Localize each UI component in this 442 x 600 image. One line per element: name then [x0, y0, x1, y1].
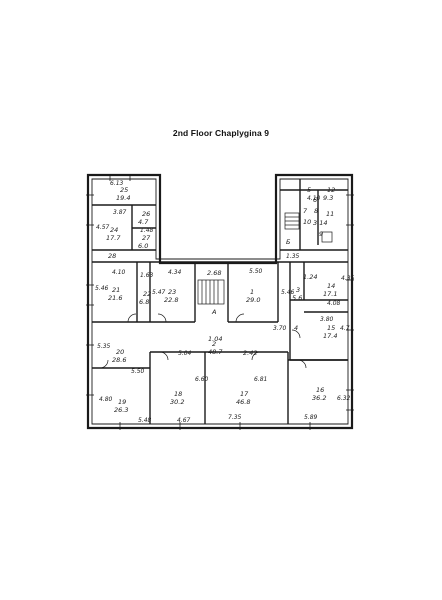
room-24-dimension: 3.87 [113, 209, 127, 216]
room-3-area: 5.6 [292, 294, 302, 302]
room-21-dimension: 5.46 [95, 285, 109, 292]
room-4-number: 4 [294, 324, 298, 332]
outer-walls [86, 173, 354, 430]
room-9-number: 9 [319, 230, 323, 238]
room-2-number: 2 [212, 340, 216, 348]
room-16-area: 36.2 [312, 394, 326, 402]
room-15-number: 15 [327, 324, 335, 332]
room-19-area: 26.3 [114, 406, 128, 414]
room-27-dimension: 1.48 [140, 227, 154, 234]
room-23-dimension: 4.34 [168, 269, 182, 276]
misc-label-5: 1.24 [303, 273, 317, 281]
room-22-dimension: 1.63 [140, 272, 154, 279]
room-14-dimension: 4.35 [341, 275, 355, 282]
room-15-dimension: 4.7 [340, 325, 350, 332]
room-18-dimension: 4.67 [177, 417, 191, 424]
stair-a-label: A [211, 308, 216, 316]
stairwell-b [284, 212, 333, 243]
room-27-area: 6.0 [138, 242, 148, 250]
room-20-area: 28.6 [112, 356, 126, 364]
misc-label-6: 3.14 [313, 219, 327, 227]
room-14-area: 17.1 [323, 290, 337, 298]
room-24-area: 17.7 [106, 234, 121, 242]
room-1-area: 29.0 [246, 296, 260, 304]
windows [86, 174, 354, 430]
misc-label-3: 2.42 [243, 349, 257, 357]
misc-label-2: 2.68 [207, 269, 221, 277]
room-25-area: 19.4 [116, 194, 130, 202]
room-17-number: 17 [240, 390, 249, 398]
room-16-dimension: 5.89 [304, 414, 318, 421]
room-12-dimension: 4.10 [307, 195, 321, 202]
room-23-dimension: 5.47 [152, 289, 166, 296]
room-28-number: 28 [108, 252, 116, 260]
room-labels: 2519.46.132417.73.874.57264.7276.01.4828… [95, 180, 355, 424]
room-3-dimension: 1.35 [286, 253, 300, 260]
room-26-area: 4.7 [138, 218, 149, 226]
room-20-number: 20 [116, 348, 124, 356]
stairwell-a [197, 279, 225, 305]
room-25-number: 25 [120, 186, 128, 194]
room-5-number: 5 [307, 186, 311, 194]
room-15-dimension: 3.80 [320, 316, 334, 323]
room-16-number: 16 [316, 386, 324, 394]
room-21-area: 21.6 [108, 294, 122, 302]
room-7-number: 7 [303, 207, 308, 215]
room-2-dimension: 3.70 [273, 325, 287, 332]
room-1-dimension: 5.50 [249, 268, 263, 275]
room-20-dimension: 5.50 [131, 368, 145, 375]
room-12-area: 9.3 [323, 194, 333, 202]
room-1-number: 1 [250, 288, 254, 296]
room-20-dimension: 5.35 [97, 343, 111, 350]
stair-b-label: Б [286, 238, 291, 246]
room-25-dimension: 6.13 [110, 180, 124, 187]
doors [99, 313, 307, 369]
room-17-area: 46.8 [236, 398, 250, 406]
room-16-dimension: 6.32 [337, 395, 351, 402]
room-10-number: 10 [303, 218, 311, 226]
room-17-dimension: 7.35 [228, 414, 242, 421]
page-title: 2nd Floor Chaplygina 9 [172, 128, 270, 138]
misc-label-8: 1.04 [208, 335, 222, 343]
room-22-area: 6.8 [139, 298, 149, 306]
room-1-dimension: 5.46 [281, 289, 295, 296]
room-14-dimension: 4.08 [327, 300, 341, 307]
room-27-number: 27 [142, 234, 151, 242]
room-23-number: 23 [168, 288, 176, 296]
interior-walls [92, 179, 348, 424]
room-12-number: 12 [327, 186, 335, 194]
room-19-dimension: 5.48 [138, 417, 152, 424]
room-11-number: 11 [326, 210, 334, 218]
room-24-dimension: 4.57 [96, 224, 110, 231]
room-19-dimension: 4.80 [99, 396, 113, 403]
room-6-number: 6 [313, 196, 317, 204]
room-3-number: 3 [296, 286, 300, 294]
room-2-dimension: 5.04 [178, 350, 192, 357]
room-22-number: 22 [143, 290, 151, 298]
room-18-area: 30.2 [170, 398, 184, 406]
room-21-number: 21 [112, 286, 120, 294]
room-26-number: 26 [142, 210, 150, 218]
room-17-dimension: 6.81 [254, 376, 267, 383]
room-14-number: 14 [327, 282, 335, 290]
room-21-dimension: 4.10 [112, 269, 126, 276]
room-8-number: 8 [314, 207, 318, 215]
annotations: A Б 2.68 2.42 1.04 1.24 3.14 [207, 219, 327, 357]
room-23-area: 22.8 [164, 296, 178, 304]
room-19-number: 19 [118, 398, 126, 406]
room-18-dimension: 6.60 [195, 376, 209, 383]
room-15-area: 17.4 [323, 332, 337, 340]
room-24-number: 24 [110, 226, 118, 234]
room-18-number: 18 [174, 390, 182, 398]
room-2-area: 48.7 [208, 348, 223, 356]
